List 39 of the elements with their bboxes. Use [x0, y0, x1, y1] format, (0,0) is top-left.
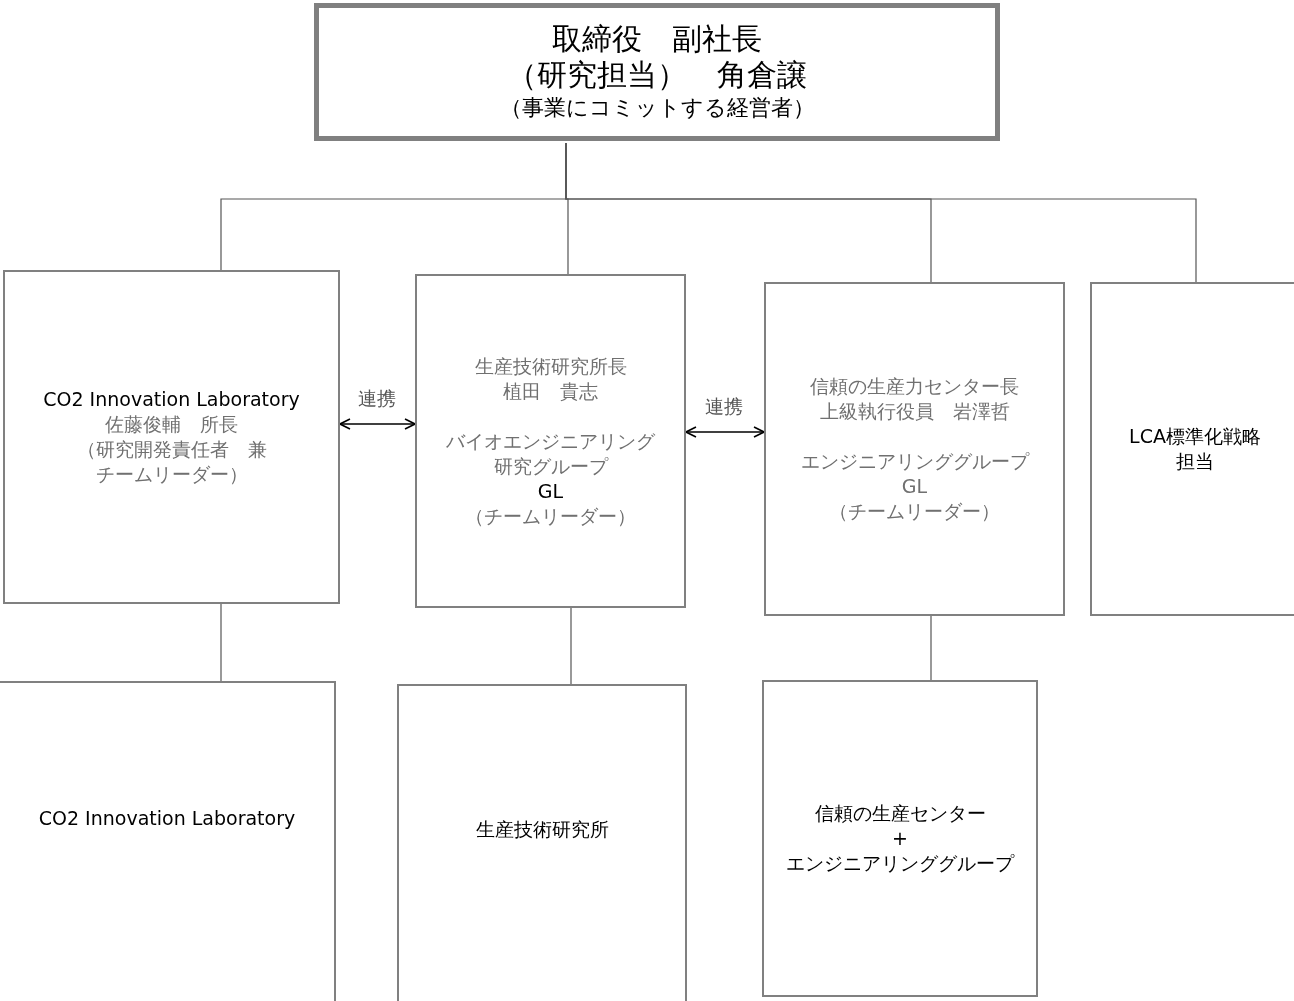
unit-box: [415, 274, 686, 608]
connector-line: [570, 607, 572, 685]
unit-box: [0, 681, 336, 1001]
unit-box: [764, 282, 1065, 616]
double-arrow: [339, 418, 416, 430]
box-text: 信頼の生産力センター長: [810, 374, 1019, 399]
box-text: 信頼の生産センター: [814, 801, 986, 826]
box-text: （チームリーダー）: [465, 503, 636, 529]
unit-box: [397, 684, 687, 1001]
unit-box: [762, 680, 1038, 997]
double-arrow: [685, 426, 765, 438]
unit-box: [1090, 282, 1294, 616]
box-text: （研究開発責任者 兼: [76, 437, 267, 462]
box-text: 佐藤俊輔 所長: [105, 412, 238, 437]
box-text: GL: [537, 478, 564, 504]
executive-box: [314, 3, 1000, 141]
box-text: CO2 Innovation Laboratory: [43, 387, 300, 412]
box-text: 生産技術研究所長: [474, 353, 627, 379]
connector-line: [565, 142, 1197, 283]
box-text: （研究担当） 角倉譲: [507, 57, 807, 93]
box-text: 生産技術研究所: [475, 816, 609, 842]
box-text: 研究グループ: [493, 453, 608, 479]
box-text: （事業にコミットする経営者）: [499, 94, 815, 122]
box-text: エンジニアリンググループ: [800, 449, 1029, 474]
box-text: （チームリーダー）: [829, 499, 1000, 524]
box-text: 取締役 副社長: [552, 21, 762, 57]
box-text: +: [892, 826, 908, 851]
box-text: 担当: [1176, 449, 1214, 474]
box-text: CO2 Innovation Laboratory: [38, 805, 296, 831]
box-text: LCA標準化戦略: [1129, 424, 1261, 449]
connector-line: [930, 615, 932, 681]
box-text: エンジニアリンググループ: [786, 851, 1014, 876]
unit-box: [3, 270, 340, 604]
box-text: チームリーダー）: [95, 462, 248, 487]
box-text: 上級執行役員 岩澤哲: [819, 399, 1010, 424]
box-text: 植田 貴志: [503, 378, 598, 404]
box-text: GL: [901, 474, 928, 499]
box-text: バイオエンジニアリング: [446, 428, 655, 454]
connector-line: [220, 603, 222, 682]
